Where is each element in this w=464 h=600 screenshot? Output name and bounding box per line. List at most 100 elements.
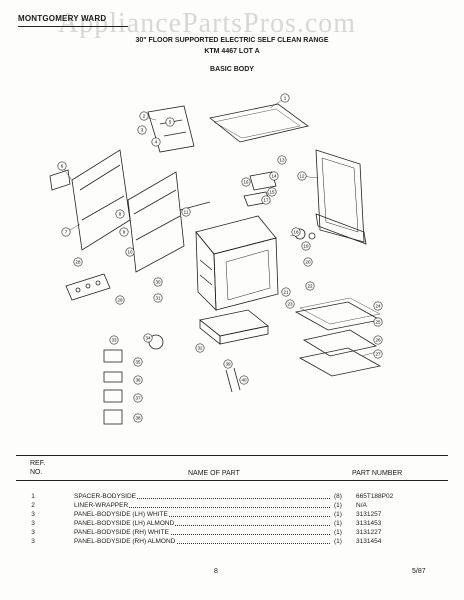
callout-17: 17 xyxy=(261,195,271,205)
callout-label: 7 xyxy=(65,230,68,235)
section-title: BASIC BODY xyxy=(210,66,254,73)
callout-18: 18 xyxy=(291,227,301,237)
callout-label: 38 xyxy=(135,416,141,421)
part-name: PANEL-BODYSIDE (RH) WHITE xyxy=(74,529,170,536)
callout-12: 12 xyxy=(297,171,307,181)
part-number: 3131454 xyxy=(356,538,382,545)
part-quantity: (1) xyxy=(334,502,342,509)
callout-label: 18 xyxy=(293,230,299,235)
ref-number: 2 xyxy=(31,502,35,509)
part-number: 3131227 xyxy=(356,529,382,536)
callout-8: 8 xyxy=(115,209,125,219)
part-quantity: (8) xyxy=(334,493,342,500)
callout-label: 13 xyxy=(279,158,285,163)
callout-7: 7 xyxy=(61,227,71,237)
part-name: SPACER-BODYSIDE xyxy=(74,493,138,500)
callout-14: 14 xyxy=(269,171,279,181)
part-number: 3131257 xyxy=(356,511,382,518)
callout-label: 19 xyxy=(303,244,309,249)
callout-label: 20 xyxy=(305,260,311,265)
callout-15: 15 xyxy=(267,187,277,197)
callout-33: 33 xyxy=(109,335,119,345)
callout-25: 25 xyxy=(373,317,383,327)
leader-dots xyxy=(74,516,330,517)
broiler-pan-drawing xyxy=(199,309,269,345)
callout-label: 11 xyxy=(184,210,189,215)
callout-label: 34 xyxy=(145,336,151,341)
callout-label: 33 xyxy=(111,338,117,343)
callout-24: 24 xyxy=(373,301,383,311)
callout-label: 29 xyxy=(117,298,123,303)
callout-26: 26 xyxy=(373,335,383,345)
part-number: 3131453 xyxy=(356,520,382,527)
watermark: AppliancePartsPros.com xyxy=(58,8,357,39)
callout-label: 15 xyxy=(269,190,275,195)
callout-label: 39 xyxy=(225,362,231,367)
part-number-header: PART NUMBER xyxy=(352,470,403,477)
leader-dots xyxy=(74,543,330,544)
callout-5: 5 xyxy=(165,117,175,127)
callout-label: 9 xyxy=(123,230,126,235)
callout-label: 35 xyxy=(135,360,141,365)
page-title: 30" FLOOR SUPPORTED ELECTRIC SELF CLEAN … xyxy=(135,37,329,44)
callout-13: 13 xyxy=(277,155,287,165)
callout-label: 14 xyxy=(271,174,277,179)
small-parts-drawing xyxy=(103,334,241,425)
callout-37: 37 xyxy=(133,393,143,403)
callout-label: 40 xyxy=(241,378,247,383)
callout-40: 40 xyxy=(239,375,249,385)
callout-19: 19 xyxy=(301,241,311,251)
callout-10: 10 xyxy=(125,247,135,257)
callout-label: 27 xyxy=(375,352,381,357)
callout-label: 1 xyxy=(284,96,287,101)
ref-header: REF. xyxy=(30,460,46,467)
callout-label: 12 xyxy=(299,174,305,179)
table-top-rule xyxy=(16,455,448,456)
ref-number: 3 xyxy=(31,529,35,536)
callout-label: 6 xyxy=(61,164,64,169)
callout-34: 34 xyxy=(143,333,153,343)
callout-label: 2 xyxy=(143,114,146,119)
callout-22: 22 xyxy=(305,281,315,291)
leader-dots xyxy=(74,525,330,526)
model-number: KTM 4467 LOT A xyxy=(204,48,260,55)
callout-3: 3 xyxy=(137,125,147,135)
part-quantity: (1) xyxy=(334,511,342,518)
callout-20: 20 xyxy=(303,257,313,267)
control-parts-drawing xyxy=(243,171,316,240)
part-quantity: (1) xyxy=(334,538,342,545)
callout-11: 11 xyxy=(181,207,191,217)
callout-label: 28 xyxy=(75,260,81,265)
terminal-block-drawing xyxy=(65,273,111,301)
oven-rack-drawing xyxy=(294,297,382,377)
leader-dots xyxy=(74,534,330,535)
callout-label: 37 xyxy=(135,396,141,401)
callout-label: 23 xyxy=(287,302,293,307)
callout-28: 28 xyxy=(73,257,83,267)
callout-30: 30 xyxy=(153,277,163,287)
revision-date: 5/87 xyxy=(412,568,426,575)
callout-21: 21 xyxy=(281,287,291,297)
callout-31: 31 xyxy=(153,293,163,303)
callout-label: 25 xyxy=(375,320,381,325)
callout-label: 8 xyxy=(119,212,122,217)
callout-38: 38 xyxy=(133,413,143,423)
callout-39: 39 xyxy=(223,359,233,369)
callout-label: 32 xyxy=(197,346,203,351)
callout-label: 17 xyxy=(263,198,269,203)
callout-9: 9 xyxy=(119,227,129,237)
callout-label: 24 xyxy=(375,304,381,309)
table-header-rule xyxy=(16,480,448,481)
callout-27: 27 xyxy=(373,349,383,359)
callout-23: 23 xyxy=(285,299,295,309)
callout-label: 21 xyxy=(283,290,289,295)
callout-29: 29 xyxy=(115,295,125,305)
callout-label: 36 xyxy=(135,378,141,383)
part-name: PANEL-BODYSIDE (LH) ALMOND xyxy=(74,520,176,527)
table-row: 3 PANEL-BODYSIDE (RH) WHITE (1) 3131227 xyxy=(16,529,448,538)
part-quantity: (1) xyxy=(334,529,342,536)
name-header: NAME OF PART xyxy=(188,470,240,477)
oven-liner-drawing xyxy=(195,215,279,312)
